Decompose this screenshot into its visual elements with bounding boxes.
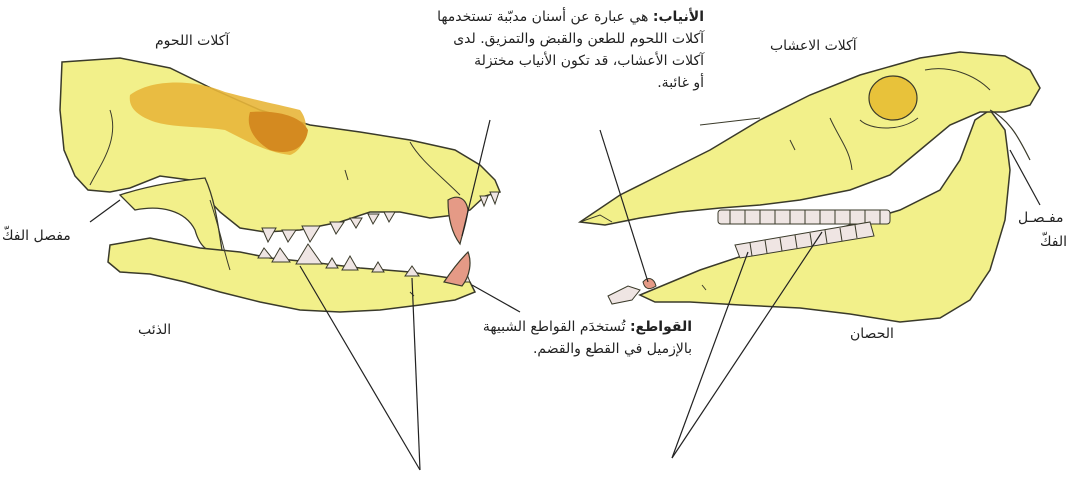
incisors-note-text1: تُستخدَم القواطع الشبيهة	[483, 319, 626, 335]
label-herbivores: آكلات الاعشاب	[770, 38, 857, 54]
canines-note-text1: هي عبارة عن أسنان مدبّبة تستخدمها	[437, 9, 648, 25]
canines-note-line1: الأنياب: هي عبارة عن أسنان مدبّبة تستخدم…	[437, 6, 704, 28]
horse-upper-molars	[718, 210, 890, 224]
horse-canine	[643, 279, 656, 289]
wolf-upper-canine	[448, 197, 468, 244]
incisors-note-term: القواطع:	[630, 319, 692, 335]
wolf-lower-canine	[444, 252, 470, 286]
label-jaw-joint-right-2: الفكّ	[1040, 234, 1067, 250]
canines-note-term: الأنياب:	[653, 9, 704, 25]
incisors-note: القواطع: تُستخدَم القواطع الشبيهة بالإزم…	[483, 316, 692, 360]
horse-incisors	[608, 286, 640, 304]
incisors-note-line2: بالإزميل في القطع والقضم.	[483, 338, 692, 360]
label-horse: الحصان	[850, 326, 894, 342]
wolf-skull	[60, 58, 500, 312]
label-wolf: الذئب	[138, 322, 171, 338]
canines-note: الأنياب: هي عبارة عن أسنان مدبّبة تستخدم…	[437, 6, 704, 94]
label-carnivores: آكلات اللحوم	[155, 33, 229, 49]
label-jaw-joint-left: مفصل الفكّ	[2, 228, 71, 244]
horse-eye-socket	[869, 76, 917, 120]
label-jaw-joint-right-1: مفـصـل	[1018, 210, 1064, 226]
incisors-note-line1: القواطع: تُستخدَم القواطع الشبيهة	[483, 316, 692, 338]
canines-note-line4: أو غائبة.	[437, 72, 704, 94]
canines-note-line2: آكلات اللحوم للطعن والقبض والتمزيق. لدى	[437, 28, 704, 50]
wolf-mandible	[108, 238, 475, 312]
canines-note-line3: آكلات الأعشاب، قد تكون الأنياب مختزلة	[437, 50, 704, 72]
